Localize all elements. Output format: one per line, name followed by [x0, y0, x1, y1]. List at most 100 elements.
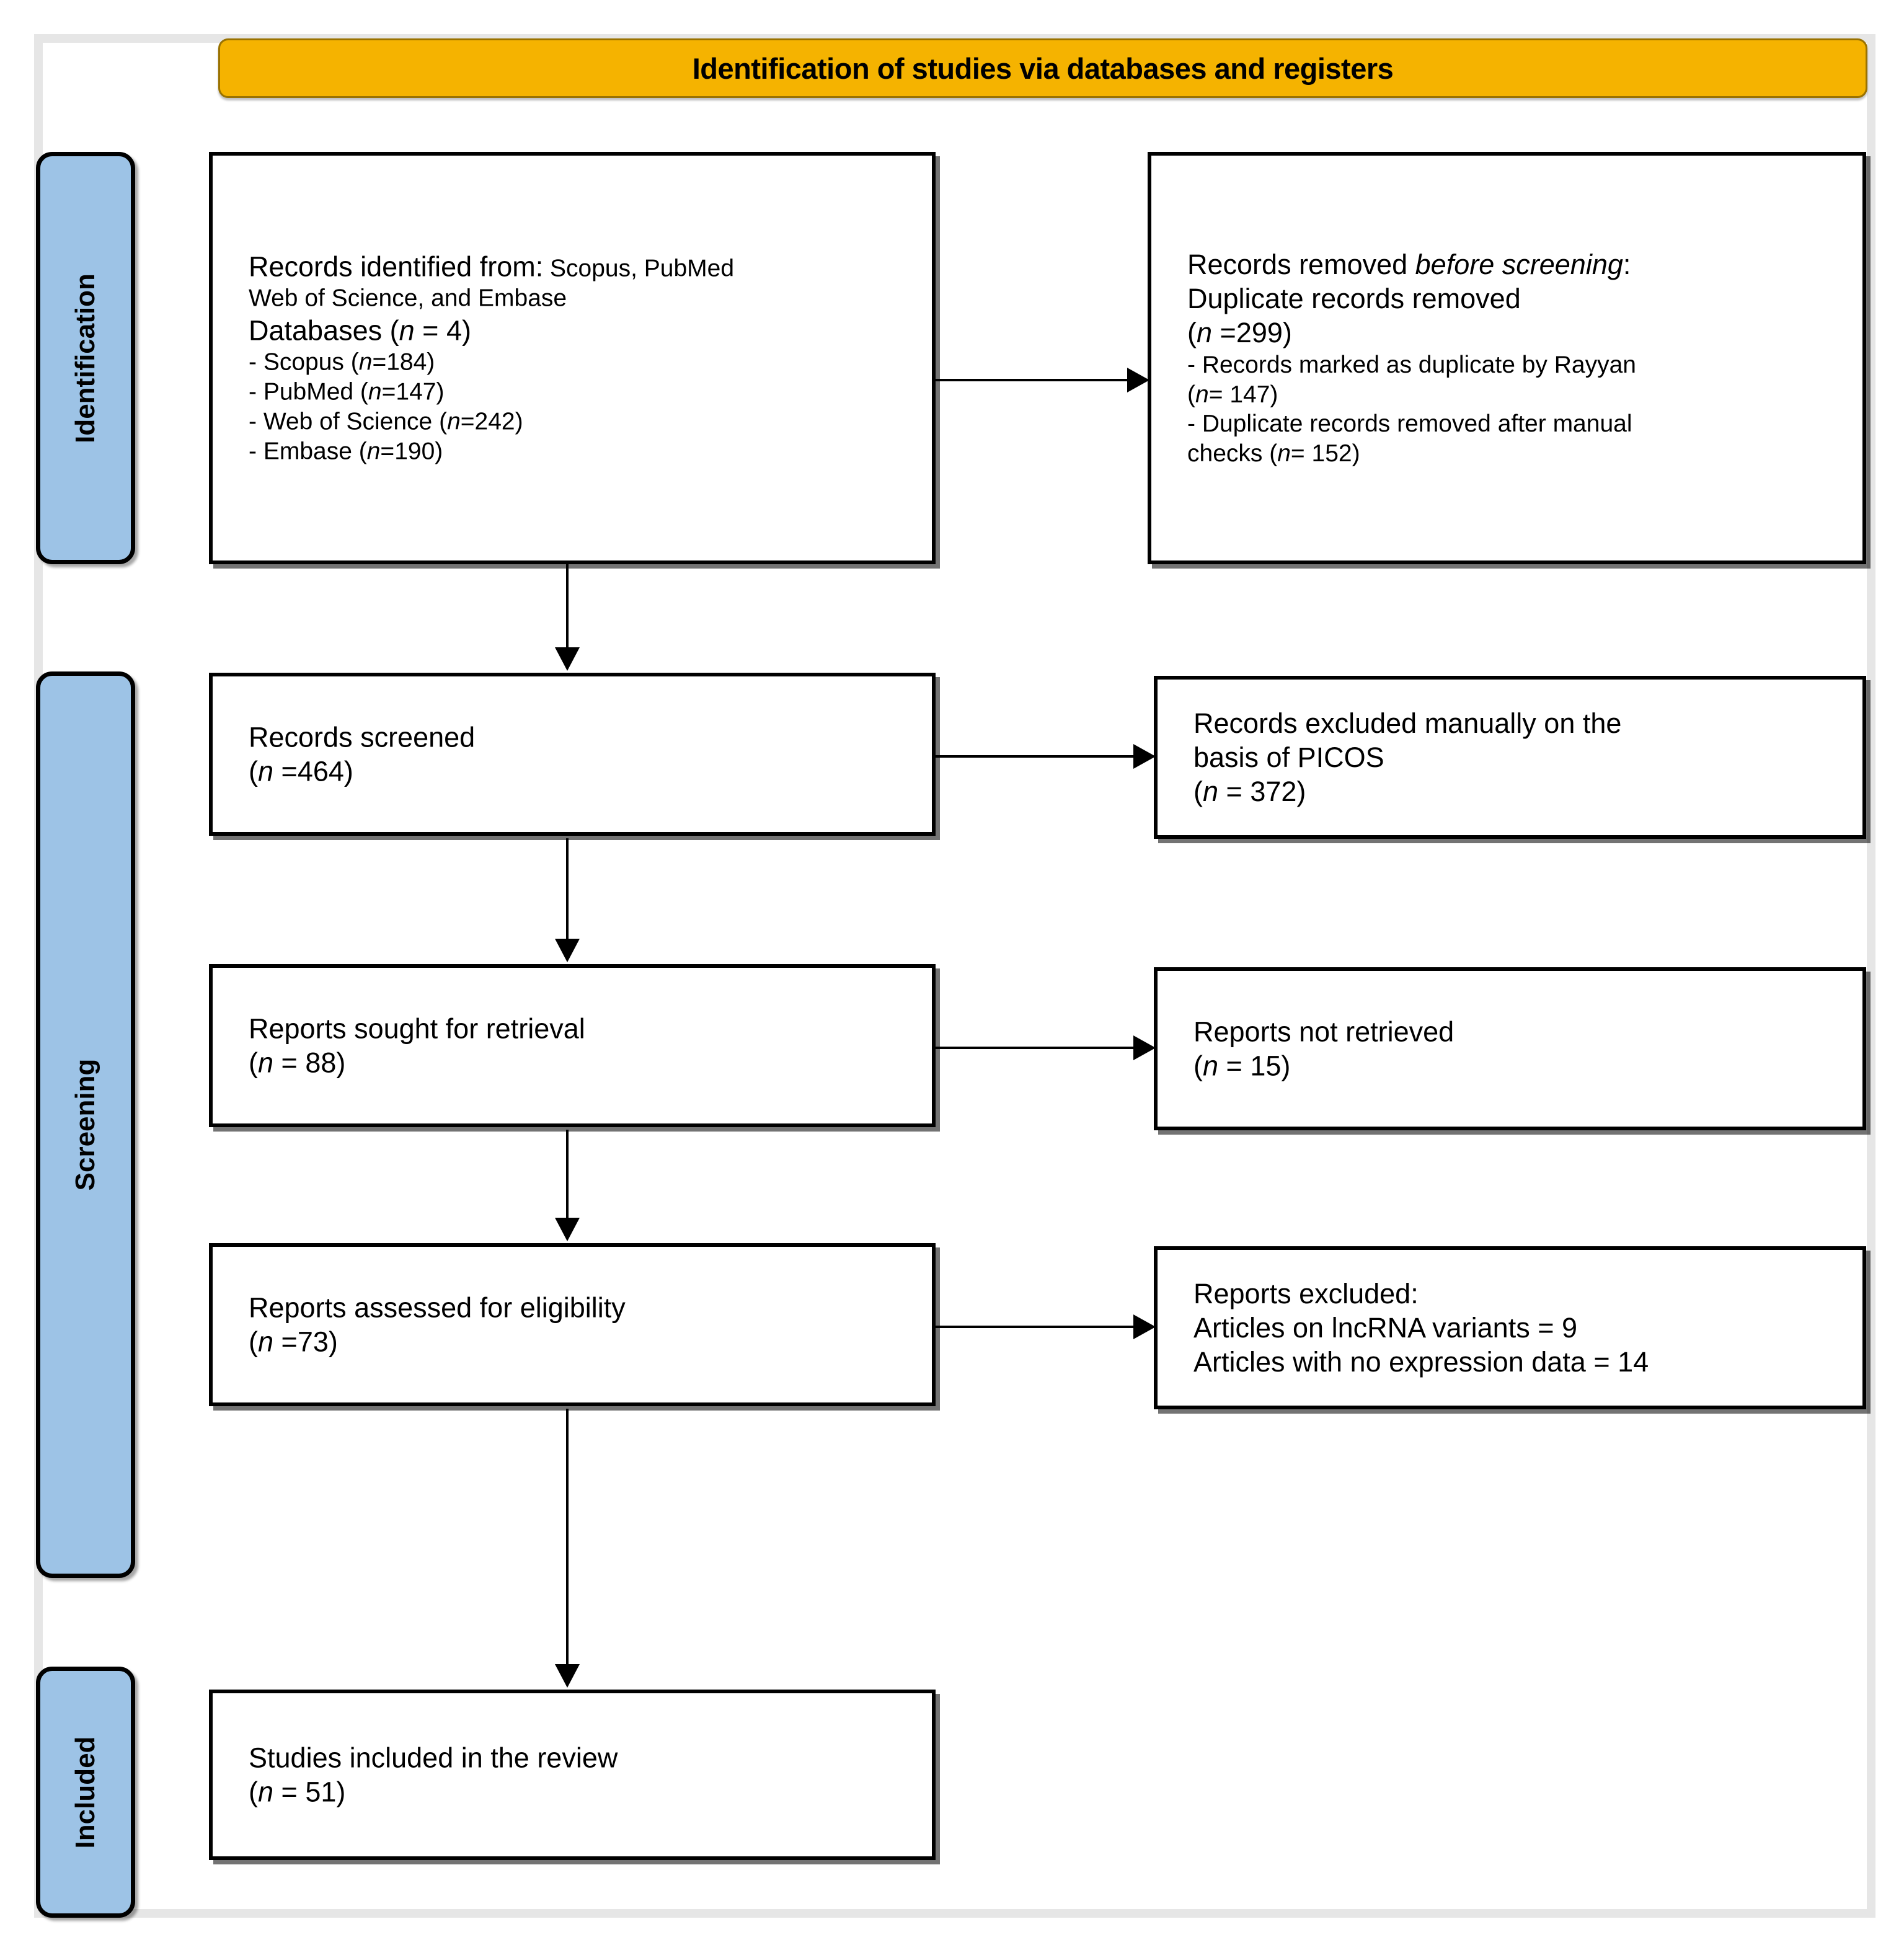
arrow-screened-to-sought: [555, 838, 580, 962]
studies-included-label: Studies included in the review: [249, 1742, 618, 1774]
dup-rayyan-n-value: = 147): [1208, 381, 1278, 408]
reports-sought-n-value: = 88): [273, 1047, 346, 1079]
database-item: - Web of Science (n=242): [249, 407, 916, 437]
box-records-excluded-picos-content: Records excluded manually on the basis o…: [1193, 706, 1846, 809]
database-item-n-value: =242): [460, 408, 523, 435]
box-records-excluded-picos: Records excluded manually on the basis o…: [1154, 676, 1866, 839]
box-records-screened: Records screened (n =464): [209, 673, 936, 836]
database-item: - PubMed (n=147): [249, 378, 916, 407]
stage-bar-screening: Screening: [36, 671, 135, 1578]
dup-rayyan-n-symbol: n: [1195, 381, 1209, 408]
reports-assessed-n-value: =73): [273, 1326, 338, 1358]
dup-manual-count-line: checks (n= 152): [1187, 439, 1846, 469]
databases-line: Databases (n = 4): [249, 314, 916, 348]
databases-label: Databases (: [249, 314, 399, 347]
database-item-n-symbol: n: [366, 438, 381, 465]
database-item-n-value: =184): [372, 348, 435, 376]
reports-not-retrieved-label: Reports not retrieved: [1193, 1016, 1455, 1048]
excluded-picos-n-open: (: [1193, 776, 1203, 808]
dup-n-value: =299): [1212, 317, 1292, 349]
excluded-picos-n-value: = 372): [1218, 776, 1306, 808]
records-identified-title: Records identified from:: [249, 250, 544, 283]
dup-n-open: (: [1187, 317, 1197, 349]
records-identified-title-line: Records identified from: Scopus, PubMed: [249, 249, 916, 283]
database-item: - Embase (n=190): [249, 437, 916, 467]
database-item-label: - Embase (: [249, 438, 367, 465]
reports-sought-n-open: (: [249, 1047, 258, 1079]
reports-assessed-n-symbol: n: [258, 1326, 274, 1358]
databases-n-value: = 4): [414, 314, 471, 347]
records-screened-n-open: (: [249, 755, 258, 787]
page-title: Identification of studies via databases …: [692, 51, 1394, 85]
box-records-removed-content: Records removed before screening: Duplic…: [1187, 247, 1846, 469]
studies-included-n-symbol: n: [258, 1776, 274, 1808]
arrow-identified-to-removed: [936, 368, 1149, 392]
reports-excluded-no-expression: Articles with no expression data = 14: [1193, 1346, 1649, 1378]
excluded-picos-count-line: (n = 372): [1193, 774, 1846, 809]
dup-rayyan-n-open: (: [1187, 381, 1195, 408]
arrow-sought-to-not-retrieved: [936, 1035, 1156, 1060]
reports-not-retrieved-n-value: = 15): [1218, 1050, 1291, 1082]
dup-manual-n-open: checks (: [1187, 440, 1278, 467]
records-screened-n-symbol: n: [258, 755, 274, 787]
reports-not-retrieved-n-open: (: [1193, 1050, 1203, 1082]
stage-bar-identification: Identification: [36, 152, 135, 564]
database-item-n-symbol: n: [447, 408, 461, 435]
reports-assessed-label: Reports assessed for eligibility: [249, 1291, 626, 1324]
box-reports-assessed: Reports assessed for eligibility (n =73): [209, 1243, 936, 1406]
arrow-head-down-icon: [555, 1218, 580, 1241]
box-reports-excluded: Reports excluded: Articles on lncRNA var…: [1154, 1246, 1866, 1409]
header-banner: Identification of studies via databases …: [218, 38, 1867, 98]
reports-excluded-lncrna: Articles on lncRNA variants = 9: [1193, 1311, 1578, 1344]
dup-manual-n-symbol: n: [1277, 440, 1291, 467]
arrow-head-right-icon: [1133, 1035, 1156, 1060]
reports-not-retrieved-n-symbol: n: [1203, 1050, 1219, 1082]
arrow-assessed-to-included: [555, 1409, 580, 1688]
reports-excluded-title: Reports excluded:: [1193, 1277, 1419, 1309]
box-reports-not-retrieved-content: Reports not retrieved (n = 15): [1193, 1014, 1846, 1083]
records-removed-title-italic: before screening: [1415, 248, 1623, 280]
box-reports-excluded-content: Reports excluded: Articles on lncRNA var…: [1193, 1276, 1846, 1379]
studies-included-count-line: (n = 51): [249, 1775, 916, 1809]
duplicate-records-removed-count-line: (n =299): [1187, 316, 1846, 350]
reports-sought-n-symbol: n: [258, 1047, 274, 1079]
box-records-identified: Records identified from: Scopus, PubMed …: [209, 152, 936, 564]
arrow-head-down-icon: [555, 1664, 580, 1688]
reports-not-retrieved-count-line: (n = 15): [1193, 1049, 1846, 1083]
box-reports-assessed-content: Reports assessed for eligibility (n =73): [249, 1290, 916, 1359]
dup-rayyan-label: - Records marked as duplicate by Rayyan: [1187, 351, 1636, 378]
reports-sought-count-line: (n = 88): [249, 1046, 916, 1080]
stage-label-identification: Identification: [70, 273, 100, 443]
records-screened-label: Records screened: [249, 721, 476, 753]
arrow-identified-to-screened: [555, 564, 580, 671]
stage-label-screening: Screening: [70, 1058, 100, 1191]
box-reports-not-retrieved: Reports not retrieved (n = 15): [1154, 967, 1866, 1130]
arrow-shaft: [566, 564, 569, 650]
databases-n-symbol: n: [399, 314, 415, 347]
arrow-shaft: [566, 1130, 569, 1220]
box-records-removed-before-screening: Records removed before screening: Duplic…: [1148, 152, 1866, 564]
database-item-n-symbol: n: [368, 378, 382, 405]
database-item: - Scopus (n=184): [249, 348, 916, 378]
duplicate-records-removed-label: Duplicate records removed: [1187, 282, 1521, 314]
records-screened-count-line: (n =464): [249, 755, 916, 789]
records-identified-sources-1: Scopus, PubMed: [543, 255, 735, 282]
records-removed-title-line: Records removed before screening:: [1187, 247, 1846, 281]
stage-label-included: Included: [70, 1736, 100, 1848]
reports-sought-label: Reports sought for retrieval: [249, 1012, 585, 1045]
reports-assessed-count-line: (n =73): [249, 1325, 916, 1359]
arrow-screened-to-excluded-picos: [936, 744, 1156, 769]
arrow-shaft: [936, 755, 1136, 758]
database-item-label: - Web of Science (: [249, 408, 448, 435]
database-item-n-value: =147): [381, 378, 445, 405]
arrow-shaft: [936, 1047, 1136, 1049]
reports-assessed-n-open: (: [249, 1326, 258, 1358]
arrow-head-down-icon: [555, 939, 580, 962]
database-item-n-symbol: n: [358, 348, 373, 376]
excluded-picos-n-symbol: n: [1203, 776, 1219, 808]
dup-rayyan-count-line: (n= 147): [1187, 380, 1846, 410]
box-records-identified-content: Records identified from: Scopus, PubMed …: [249, 249, 916, 467]
records-removed-title-b: :: [1623, 248, 1631, 280]
arrow-head-right-icon: [1127, 368, 1149, 392]
stage-bar-included: Included: [36, 1667, 135, 1918]
